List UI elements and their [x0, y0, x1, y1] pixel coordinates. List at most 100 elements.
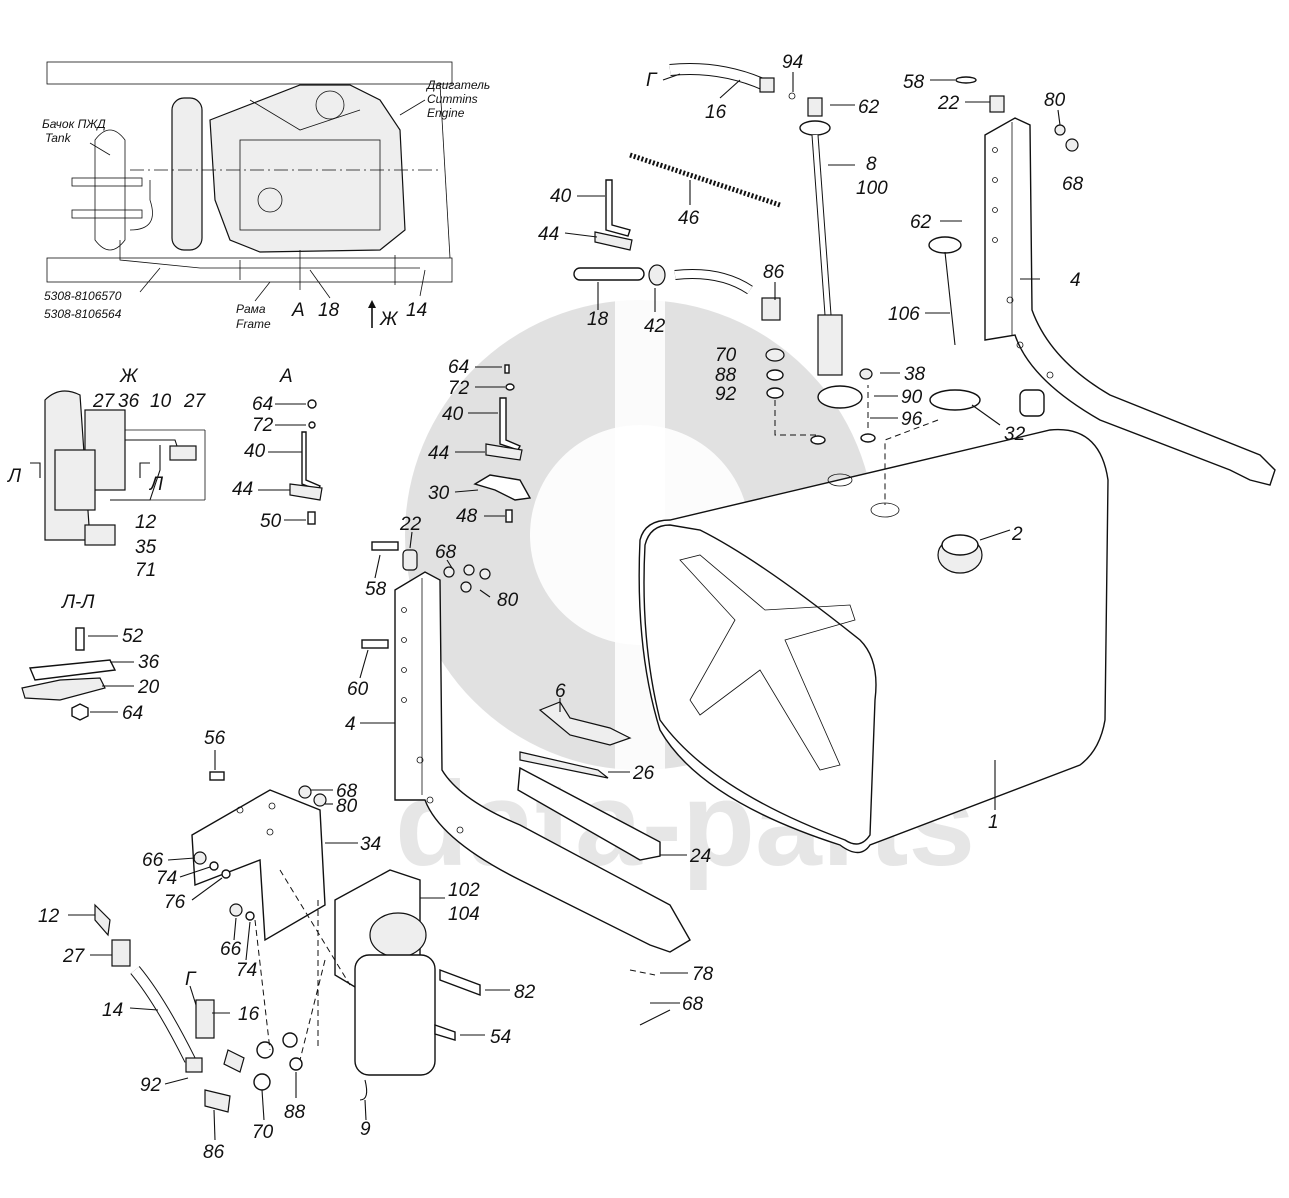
- view-zh-marker: Ж: [379, 309, 399, 330]
- callout-92b: 92: [140, 1075, 162, 1096]
- section-ll-title: Л-Л: [60, 592, 95, 613]
- callout-70a: 70: [715, 345, 737, 366]
- callout-104: 104: [448, 904, 480, 925]
- callout-labels: Г 16 94 62 8 100 58 22 80 68 40 44 46 18…: [38, 52, 1084, 1163]
- callout-78: 78: [692, 964, 714, 985]
- view-zh: Ж 27 36 10 27 12 35 71 Л Л: [6, 366, 207, 581]
- callout-26: 26: [632, 763, 655, 784]
- callout-68c: 68: [336, 781, 358, 802]
- callout-16-g: Г: [646, 70, 658, 91]
- callout-92a: 92: [715, 384, 737, 405]
- section-ll-label-36: 36: [138, 652, 160, 673]
- callout-8: 8: [866, 154, 877, 175]
- bracket-left: [394, 571, 691, 953]
- engine-label-ru: Двигатель: [425, 78, 490, 92]
- callout-16b: 16: [238, 1004, 260, 1025]
- view-a-label-50: 50: [260, 511, 282, 532]
- view-a: А 64 72 40 44 50: [232, 366, 323, 532]
- view-a-label-44: 44: [232, 479, 253, 500]
- callout-58a: 58: [903, 72, 925, 93]
- view-a-label-72: 72: [252, 415, 274, 436]
- callout-44a: 44: [538, 224, 559, 245]
- view-zh-section-l1: Л: [6, 466, 22, 487]
- view-zh-label-71: 71: [135, 560, 156, 581]
- engine-label-en: Engine: [427, 106, 465, 120]
- frame-label-ru: Рама: [236, 302, 266, 316]
- callout-80b: 80: [497, 590, 519, 611]
- callout-60: 60: [347, 679, 369, 700]
- callout-86a: 86: [763, 262, 785, 283]
- center-parts: [361, 63, 1079, 861]
- bracket-right: [984, 117, 1276, 486]
- callout-32: 32: [1004, 424, 1026, 445]
- view-a-marker: А: [291, 300, 305, 321]
- callout-76: 76: [164, 892, 186, 913]
- view-zh-label-12: 12: [135, 512, 157, 533]
- view-zh-section-l2: Л: [148, 474, 164, 495]
- callout-70b: 70: [252, 1122, 274, 1143]
- engine-inset: Бачок ПЖД Tank Двигатель Cummins Engine …: [42, 61, 490, 331]
- part-number-1: 5308-8106570: [44, 289, 122, 303]
- callout-4b: 4: [345, 714, 356, 735]
- callout-18: 18: [587, 309, 609, 330]
- view-a-title: А: [279, 366, 293, 387]
- view-zh-label-35: 35: [135, 537, 157, 558]
- callout-leaders: [68, 72, 1061, 1141]
- section-ll-label-20: 20: [137, 677, 160, 698]
- callout-1: 1: [988, 812, 999, 833]
- callout-94: 94: [782, 52, 803, 73]
- view-zh-label-27a: 27: [92, 391, 116, 412]
- callout-34: 34: [360, 834, 381, 855]
- part-number-2: 5308-8106564: [44, 307, 122, 321]
- callout-46: 46: [678, 208, 700, 229]
- callout-40a: 40: [550, 186, 572, 207]
- tank-label-en: Tank: [45, 131, 72, 145]
- callout-58b: 58: [365, 579, 387, 600]
- callout-64: 64: [448, 357, 469, 378]
- callout-80c: 80: [336, 796, 358, 817]
- view-zh-label-10: 10: [150, 391, 172, 412]
- callout-74b: 74: [236, 960, 257, 981]
- callout-44b: 44: [428, 443, 449, 464]
- inset-item-18: 18: [318, 300, 340, 321]
- section-ll-label-52: 52: [122, 626, 144, 647]
- view-zh-label-36: 36: [118, 391, 140, 412]
- callout-62b: 62: [910, 212, 932, 233]
- callout-16b-g: Г: [185, 969, 197, 990]
- callout-4a: 4: [1070, 270, 1081, 291]
- callout-40b: 40: [442, 404, 464, 425]
- callout-16: 16: [705, 102, 727, 123]
- callout-14: 14: [102, 1000, 123, 1021]
- callout-72: 72: [448, 378, 470, 399]
- callout-68a: 68: [1062, 174, 1084, 195]
- callout-30: 30: [428, 483, 450, 504]
- callout-56: 56: [204, 728, 226, 749]
- callout-74a: 74: [156, 868, 177, 889]
- callout-88a: 88: [715, 365, 737, 386]
- frame-label-en: Frame: [236, 317, 271, 331]
- callout-38: 38: [904, 364, 926, 385]
- callout-27: 27: [62, 946, 86, 967]
- callout-68d: 68: [682, 994, 704, 1015]
- tank-label-ru: Бачок ПЖД: [42, 117, 106, 131]
- view-zh-label-27b: 27: [183, 391, 207, 412]
- callout-62a: 62: [858, 97, 880, 118]
- callout-82: 82: [514, 982, 536, 1003]
- callout-86b: 86: [203, 1142, 225, 1163]
- fuel-tank: [638, 428, 1109, 854]
- view-zh-title: Ж: [119, 366, 139, 387]
- callout-66b: 66: [220, 939, 242, 960]
- callout-24: 24: [689, 846, 711, 867]
- callout-12: 12: [38, 906, 60, 927]
- section-ll-label-64: 64: [122, 703, 143, 724]
- callout-106: 106: [888, 304, 920, 325]
- callout-48: 48: [456, 506, 478, 527]
- callout-96: 96: [901, 409, 923, 430]
- view-a-label-40: 40: [244, 441, 266, 462]
- view-a-label-64: 64: [252, 394, 273, 415]
- callout-22a: 22: [937, 93, 960, 114]
- callout-90: 90: [901, 387, 923, 408]
- assembly-lines: [629, 385, 939, 976]
- engine-label-cummins: Cummins: [427, 92, 478, 106]
